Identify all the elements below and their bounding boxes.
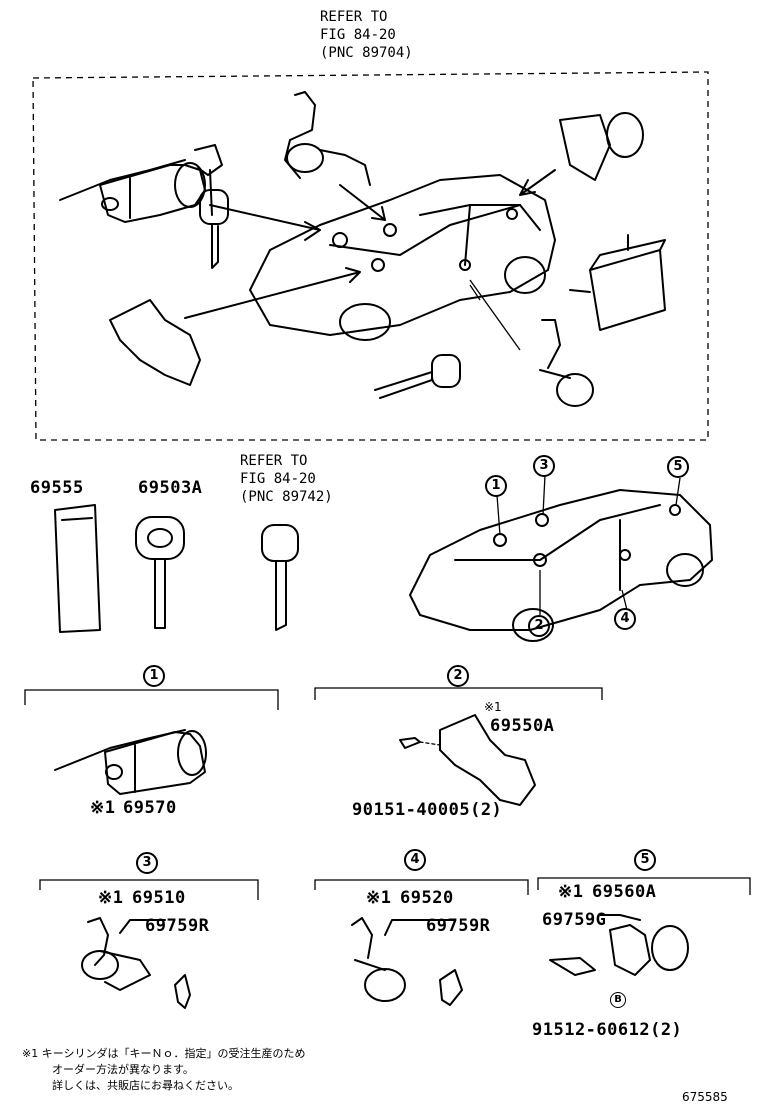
key-69503a-drawing bbox=[135, 516, 185, 629]
section-2-marker: 2 bbox=[447, 665, 469, 687]
section-1-marker: 1 bbox=[143, 665, 165, 687]
part-number-69520[interactable]: 69520 bbox=[400, 888, 454, 908]
bracket-4 bbox=[314, 879, 529, 895]
callout-3: 3 bbox=[533, 455, 555, 477]
top-reference-line-2: FIG 84-20 bbox=[320, 27, 396, 43]
bracket-3 bbox=[39, 879, 259, 900]
part-number-69759r-b[interactable]: 69759R bbox=[426, 916, 491, 936]
callout-1: 1 bbox=[485, 475, 507, 497]
part-number-69503a[interactable]: 69503A bbox=[138, 478, 203, 498]
back-door-cylinder-top bbox=[559, 112, 644, 181]
mark-69520: ※1 bbox=[366, 888, 392, 908]
cylinder-69510-drawing bbox=[81, 917, 166, 991]
part-number-69555[interactable]: 69555 bbox=[30, 478, 84, 498]
clip-69759r-b-drawing bbox=[439, 969, 463, 1006]
door-lock-drawing-left bbox=[109, 299, 201, 386]
mid-reference-line-2: FIG 84-20 bbox=[240, 471, 316, 487]
section-4-marker: 4 bbox=[404, 849, 426, 871]
clip-69759r-a-drawing bbox=[174, 974, 191, 1009]
part-number-69510[interactable]: 69510 bbox=[132, 888, 186, 908]
mark-69560a: ※1 bbox=[558, 882, 584, 902]
bracket-5 bbox=[537, 877, 751, 895]
section-5-marker: 5 bbox=[634, 849, 656, 871]
arrow-lower-left bbox=[184, 267, 361, 319]
part-number-91512-60612[interactable]: 91512-60612(2) bbox=[532, 1020, 683, 1040]
footnote-line-1: ※1 キーシリンダは「キーＮｏ．指定」の受注生産のため bbox=[22, 1047, 306, 1060]
callout-2: 2 bbox=[528, 615, 550, 637]
mark-69550a: ※1 bbox=[484, 700, 502, 714]
arrow-right bbox=[519, 169, 556, 196]
part-number-69759g[interactable]: 69759G bbox=[542, 910, 607, 930]
cylinder-69570-drawing bbox=[54, 729, 207, 795]
top-reference-line-3: (PNC 89704) bbox=[320, 45, 413, 61]
key-89742-drawing bbox=[261, 524, 299, 631]
part-number-69550a[interactable]: 69550A bbox=[490, 716, 555, 736]
arrow-mid bbox=[339, 184, 386, 221]
top-reference-line-1: REFER TO bbox=[320, 9, 388, 25]
part-number-90151-40005[interactable]: 90151-40005(2) bbox=[352, 800, 503, 820]
arrow-left bbox=[209, 204, 321, 241]
leader-lines-top bbox=[469, 279, 521, 351]
car-drawing-top bbox=[249, 174, 556, 341]
footnote-line-3: 詳しくは、共販店にお尋ねください。 bbox=[52, 1079, 239, 1092]
key-drawing-right bbox=[374, 354, 461, 399]
key-plate-drawing bbox=[54, 504, 101, 633]
dashed-frame bbox=[32, 71, 709, 441]
mark-69570: ※1 bbox=[90, 798, 116, 818]
callout-b: B bbox=[610, 992, 626, 1008]
door-cylinder-top-right bbox=[539, 319, 594, 407]
bracket-1 bbox=[24, 689, 279, 710]
part-number-69560a[interactable]: 69560A bbox=[592, 882, 657, 902]
mark-69510: ※1 bbox=[98, 888, 124, 908]
figure-id: 675585 bbox=[682, 1090, 728, 1104]
callout-5: 5 bbox=[667, 456, 689, 478]
bracket-2 bbox=[314, 687, 603, 700]
mid-reference-line-1: REFER TO bbox=[240, 453, 308, 469]
cylinder-69520-drawing bbox=[351, 917, 456, 1002]
part-number-69759r-a[interactable]: 69759R bbox=[145, 916, 210, 936]
ignition-cylinder-drawing bbox=[59, 144, 223, 223]
part-number-69570[interactable]: 69570 bbox=[123, 798, 177, 818]
callout-leaders-middle bbox=[496, 474, 681, 615]
cylinder-69560a-drawing bbox=[549, 914, 689, 976]
callout-4: 4 bbox=[614, 608, 636, 630]
door-lock-drawing-top bbox=[284, 91, 371, 186]
ecu-drawing bbox=[569, 234, 666, 331]
section-3-marker: 3 bbox=[136, 852, 158, 874]
mid-reference-line-3: (PNC 89742) bbox=[240, 489, 333, 505]
key-drawing-top bbox=[199, 189, 229, 269]
footnote-line-2: オーダー方法が異なります。 bbox=[52, 1063, 194, 1076]
lock-69550a-drawing bbox=[399, 714, 536, 806]
car-drawing-middle bbox=[409, 489, 713, 642]
